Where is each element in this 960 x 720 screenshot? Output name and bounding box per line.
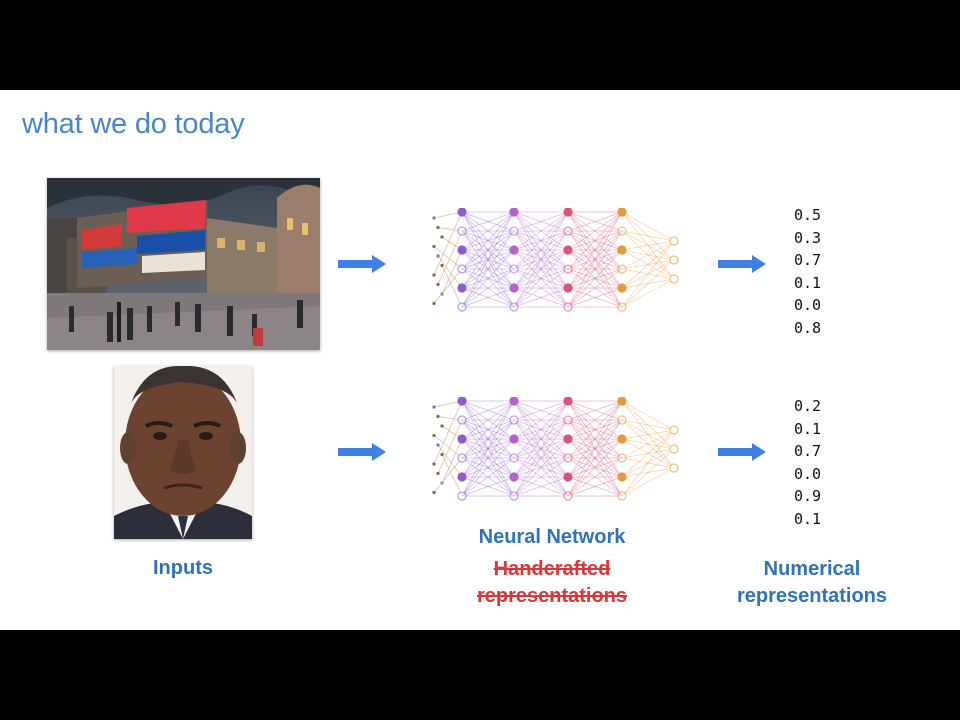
value-item: 0.1	[794, 419, 822, 438]
value-item: 0.0	[794, 296, 822, 315]
right-arrow-icon	[338, 443, 388, 466]
numerical-representations-label: Numerical representations	[736, 558, 888, 607]
handcrafted-representations-label: Handcrafted representations	[476, 558, 628, 607]
value-item: 0.1	[794, 273, 822, 292]
right-arrow-icon	[718, 443, 768, 466]
value-item: 0.0	[794, 464, 822, 483]
numerical-values-list: 0.5 0.3 0.7 0.1 0.0 0.8	[794, 204, 821, 340]
numerical-values-list: 0.2 0.1 0.7 0.0 0.9 0.1	[794, 395, 821, 531]
value-item: 0.2	[794, 397, 822, 415]
slide: what we do today	[0, 90, 960, 630]
slide-title: what we do today	[22, 108, 245, 140]
value-item: 0.3	[794, 228, 822, 247]
neural-network-label: Neural Network	[478, 526, 626, 548]
inputs-label: Inputs	[153, 557, 213, 579]
neural-network-diagram	[428, 396, 688, 514]
right-arrow-icon	[718, 255, 768, 278]
city-photo	[47, 178, 320, 350]
value-item: 0.1	[794, 509, 822, 528]
value-item: 0.5	[794, 206, 822, 224]
value-item: 0.7	[794, 442, 822, 461]
value-item: 0.7	[794, 251, 822, 270]
right-arrow-icon	[338, 255, 388, 278]
neural-network-diagram	[428, 207, 688, 325]
face-photo	[114, 366, 252, 539]
value-item: 0.8	[794, 318, 822, 337]
value-item: 0.9	[794, 487, 822, 506]
